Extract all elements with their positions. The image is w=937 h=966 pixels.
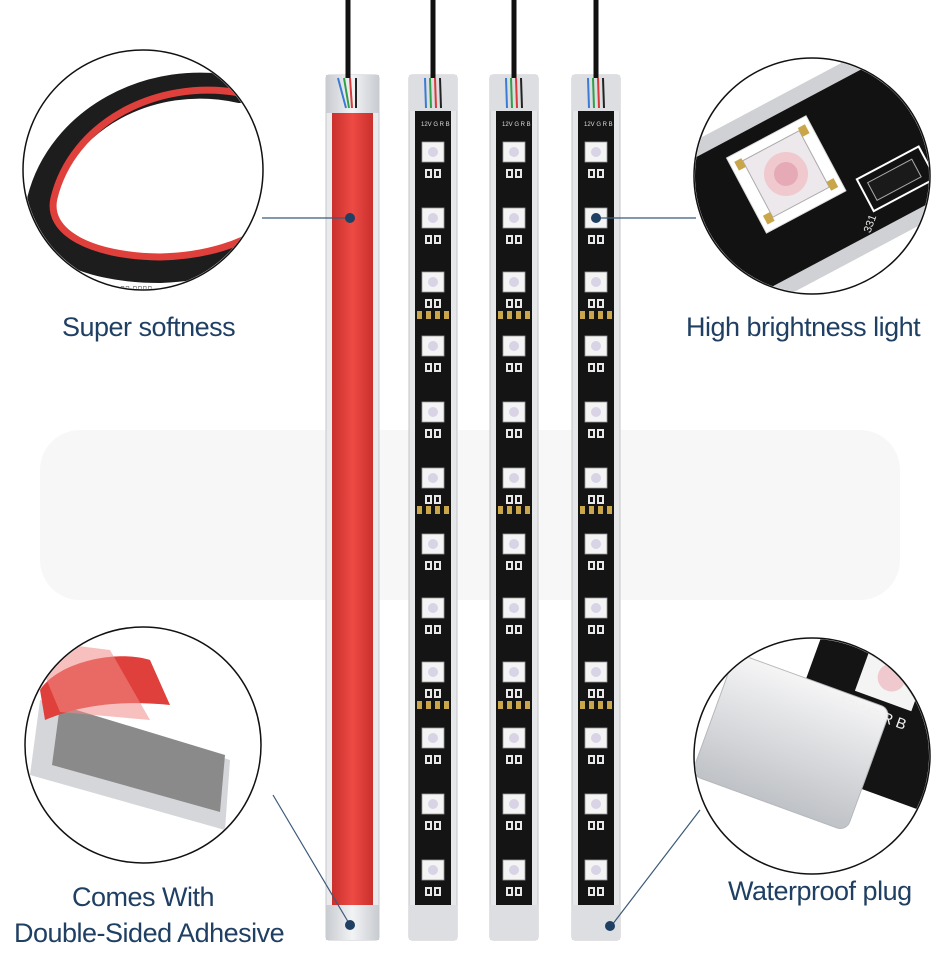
pad-labels: 12V G R B <box>502 122 531 128</box>
adhesive-detail-circle <box>24 626 262 864</box>
background-glow <box>40 430 900 600</box>
pad-labels: 12V G R B <box>421 122 450 128</box>
led-strip: 12V G R B <box>408 0 458 941</box>
adhesive-caption-line2: Double-Sided Adhesive <box>14 918 285 948</box>
plug-detail-circle: 12V G R B <box>693 637 931 875</box>
softness-caption: Super softness <box>62 312 236 342</box>
led-strip: 12V G R B <box>571 0 621 941</box>
brightness-caption: High brightness light <box>686 312 921 342</box>
pad-labels: 12V G R B <box>584 122 613 128</box>
resistor-code: 331 <box>862 213 880 234</box>
led-closeup-circle: 331 <box>693 57 931 295</box>
adhesive-caption-line1: Comes With <box>72 882 215 912</box>
adhesive-backed-strip <box>325 0 380 941</box>
softness-detail-circle: ▯▯ ▯▯▯▯ <box>22 49 264 294</box>
led-strip: 12V G R B <box>489 0 539 941</box>
waterproof-caption: Waterproof plug <box>728 876 912 906</box>
callout-lines <box>262 213 701 931</box>
svg-text:▯▯ ▯▯▯▯: ▯▯ ▯▯▯▯ <box>120 284 152 294</box>
